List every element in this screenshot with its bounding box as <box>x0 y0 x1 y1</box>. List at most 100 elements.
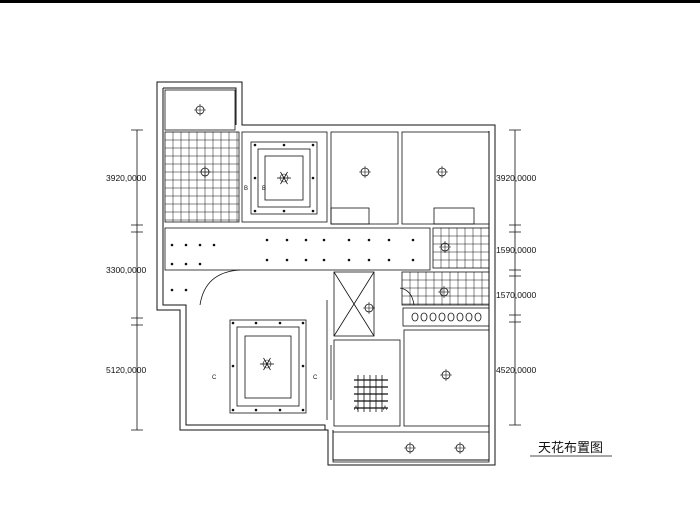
heater-coil-icon <box>420 312 428 322</box>
room-4 <box>401 131 490 225</box>
top-border <box>0 0 700 3</box>
downlight-icon <box>170 288 174 292</box>
ceiling-lamp-icon <box>439 241 451 253</box>
downlight-icon <box>253 209 257 213</box>
dimension-lines <box>131 129 612 457</box>
downlight-icon <box>278 321 282 325</box>
downlight-icon <box>253 176 257 180</box>
chandelier-icon <box>263 363 268 371</box>
rooms <box>164 89 490 463</box>
heater-coil-icon <box>456 312 464 322</box>
chandelier-icon <box>266 363 271 371</box>
bottom-balcony <box>332 431 490 463</box>
downlight-icon <box>347 258 351 262</box>
room-grid-ceiling <box>164 131 240 223</box>
dim-right-1: 3920,0000 <box>496 173 536 183</box>
dim-right-4: 4520,0000 <box>496 365 536 375</box>
living-ceiling-frame <box>229 319 307 414</box>
downlight-icon <box>411 238 415 242</box>
downlight-icon <box>231 321 235 325</box>
light-fixtures <box>170 104 482 454</box>
section-mark-b2: B <box>262 186 266 192</box>
downlight-icon <box>367 258 371 262</box>
chandelier-icon <box>263 357 268 365</box>
heater-coil-icon <box>447 312 455 322</box>
downlight-icon <box>184 288 188 292</box>
coil-strip <box>402 307 490 327</box>
heater-coil-icon <box>438 312 446 322</box>
room-3 <box>330 131 399 225</box>
ceiling-lamp-icon <box>440 369 452 381</box>
downlight-icon <box>265 258 269 262</box>
downlight-icon <box>311 143 315 147</box>
downlight-icon <box>322 238 326 242</box>
section-mark-a2: A <box>383 406 387 412</box>
downlight-icon <box>231 408 235 412</box>
chandelier-icon <box>262 359 272 369</box>
heater-coil-icon <box>411 312 419 322</box>
drawing-title: 天花布置图 <box>538 440 603 456</box>
chandelier-icon <box>280 177 285 185</box>
chandelier-icon <box>283 177 288 185</box>
dim-left-3: 5120,0000 <box>106 365 146 375</box>
dim-right-3: 1570,0000 <box>496 290 536 300</box>
downlight-icon <box>387 238 391 242</box>
tile-grids <box>165 132 489 305</box>
downlight-icon <box>231 364 235 368</box>
downlight-icon <box>311 209 315 213</box>
downlight-icon <box>254 408 258 412</box>
section-mark-c1: C <box>212 375 217 381</box>
bath-grid-1 <box>432 227 490 269</box>
room-lower-right <box>403 329 490 427</box>
corridor <box>164 227 431 271</box>
room-square-ceiling <box>241 131 328 223</box>
downlight-icon <box>322 258 326 262</box>
downlight-icon <box>253 143 257 147</box>
top-balcony <box>164 89 236 131</box>
downlight-icon <box>285 258 289 262</box>
downlight-icon <box>367 238 371 242</box>
section-mark-c2: C <box>313 375 318 381</box>
room-lower-middle <box>333 339 401 427</box>
ceiling-lamp-icon <box>454 442 466 454</box>
chandelier-icon <box>266 357 271 365</box>
dim-left-1: 3920,0000 <box>106 173 146 183</box>
downlight-icon <box>411 258 415 262</box>
downlight-icon <box>278 408 282 412</box>
heater-coil-icon <box>474 312 482 322</box>
downlight-icon <box>301 321 305 325</box>
downlight-icon <box>184 262 188 266</box>
downlight-icon <box>347 238 351 242</box>
downlight-icon <box>282 143 286 147</box>
ceiling-lamp-icon <box>199 166 211 178</box>
downlight-icon <box>184 243 188 247</box>
downlight-icon <box>198 262 202 266</box>
downlight-icon <box>212 243 216 247</box>
downlight-icon <box>282 209 286 213</box>
downlight-icon <box>304 258 308 262</box>
downlight-icon <box>285 238 289 242</box>
heater-coil-icon <box>429 312 437 322</box>
ceiling-lamp-icon <box>438 286 450 298</box>
downlight-icon <box>254 321 258 325</box>
ceiling-lamp-icon <box>194 104 206 116</box>
heater-coil-icon <box>465 312 473 322</box>
downlight-icon <box>301 408 305 412</box>
chandelier-icon <box>280 171 285 179</box>
ceiling-lamp-icon <box>359 166 371 178</box>
ceiling-lamp-icon <box>404 442 416 454</box>
downlight-icon <box>170 262 174 266</box>
downlight-icon <box>198 243 202 247</box>
section-mark-a1: A <box>354 406 358 412</box>
downlight-icon <box>170 243 174 247</box>
chandelier-icon <box>279 173 289 183</box>
chandelier-icon <box>283 171 288 179</box>
downlight-icon <box>311 176 315 180</box>
downlight-icon <box>304 238 308 242</box>
walls <box>156 81 496 466</box>
downlight-icon <box>301 364 305 368</box>
dim-left-2: 3300,0000 <box>106 265 146 275</box>
wardrobe <box>333 271 375 337</box>
